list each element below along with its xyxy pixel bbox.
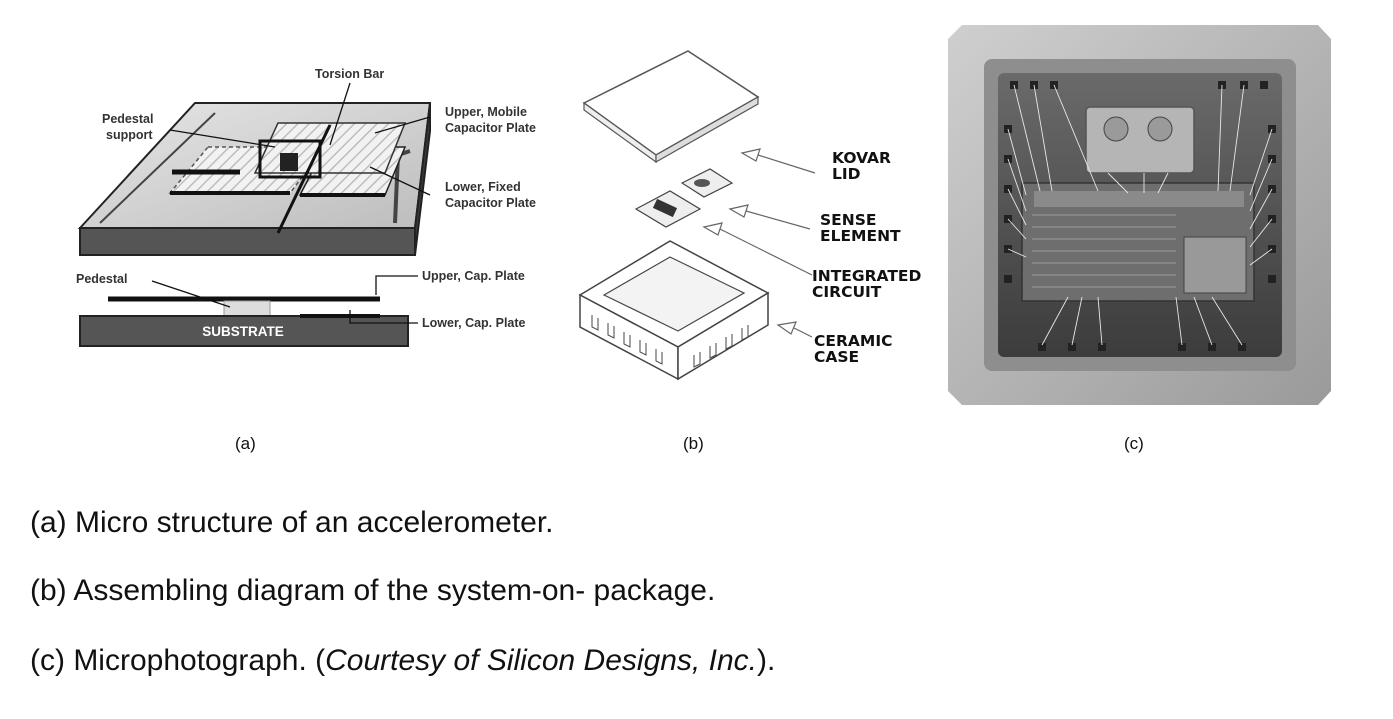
- sense-structure-left: [1103, 116, 1129, 142]
- sub-label-b: (b): [683, 434, 704, 453]
- leader-lower-fixed: [369, 166, 431, 196]
- leader-upper-cap-plate: [375, 275, 418, 295]
- label-ceramic-line2: CASE: [814, 348, 859, 366]
- pedestal-section: [223, 300, 271, 317]
- sense-structure-right: [1147, 116, 1173, 142]
- leader-upper-mobile: [374, 116, 431, 134]
- integrated-circuit-die: [652, 198, 678, 218]
- label-kovar-line2: LID: [832, 165, 861, 183]
- pedestal-support-block: [258, 139, 322, 179]
- substrate-side-face: [414, 102, 431, 256]
- label-pedestal: Pedestal: [76, 272, 127, 286]
- label-upper-mobile-line2: Capacitor Plate: [445, 121, 536, 135]
- substrate-front-face: [79, 227, 416, 256]
- label-torsion-bar: Torsion Bar: [315, 67, 384, 81]
- leader-torsion-bar: [329, 82, 351, 146]
- caption-a: (a) Micro structure of an accelerometer.: [30, 506, 554, 539]
- ceramic-case-pins: [591, 315, 749, 368]
- caption-c-courtesy: Courtesy of Silicon Designs, Inc.: [325, 644, 757, 677]
- label-ceramic-line1: CERAMIC: [814, 332, 892, 350]
- label-sense-line2: ELEMENT: [820, 227, 901, 245]
- arrows: [702, 148, 816, 338]
- accelerometer-microstructure-diagram: Torsion Bar Pedestal support Upper, Mobi…: [76, 67, 536, 347]
- label-ic-line1: INTEGRATED: [812, 267, 922, 285]
- label-pedestal-support-line1: Pedestal: [102, 112, 153, 126]
- leader-lower-cap-plate: [349, 310, 418, 324]
- caption-c-suffix: ).: [756, 644, 776, 677]
- system-on-package-assembly-diagram: KOVAR LID SENSE ELEMENT INTEGRATED CIRCU…: [578, 50, 922, 381]
- label-ic-line2: CIRCUIT: [812, 283, 882, 301]
- label-substrate: SUBSTRATE: [202, 324, 284, 339]
- sub-label-c: (c): [1124, 434, 1144, 453]
- caption-c-prefix: (c) Microphotograph. (: [30, 644, 326, 677]
- label-upper-mobile-line1: Upper, Mobile: [445, 105, 527, 119]
- label-lower-fixed-line2: Capacitor Plate: [445, 196, 536, 210]
- leader-pedestal-support: [169, 129, 276, 148]
- leader-pedestal: [151, 280, 231, 308]
- sense-element-pad: [694, 179, 710, 187]
- label-lower-cap-plate: Lower, Cap. Plate: [422, 316, 526, 330]
- torsion-bar: [276, 124, 332, 234]
- substrate-section: [79, 315, 409, 347]
- ic-circuitry: [1032, 214, 1176, 288]
- kovar-lid-edge-right: [655, 95, 759, 164]
- label-upper-cap-plate: Upper, Cap. Plate: [422, 269, 525, 283]
- bond-wires: [1007, 84, 1273, 346]
- kovar-lid: [582, 50, 760, 156]
- trace-left: [99, 112, 216, 224]
- label-lower-fixed-line1: Lower, Fixed: [445, 180, 521, 194]
- ceramic-case-cavity: [602, 256, 746, 332]
- sub-label-a: (a): [235, 434, 256, 453]
- label-kovar-line1: KOVAR: [832, 149, 891, 167]
- caption-c: (c) Microphotograph. (Courtesy of Silico…: [30, 644, 775, 678]
- caption-b: (b) Assembling diagram of the system-on-…: [30, 574, 716, 607]
- pedestal-inner: [280, 153, 298, 171]
- ic-block-top: [1034, 191, 1244, 207]
- microphotograph: [948, 25, 1331, 405]
- label-pedestal-support-line2: support: [106, 128, 153, 142]
- sense-element-die: [1085, 106, 1195, 174]
- ic-block-right: [1183, 236, 1247, 294]
- label-sense-line1: SENSE: [820, 211, 876, 229]
